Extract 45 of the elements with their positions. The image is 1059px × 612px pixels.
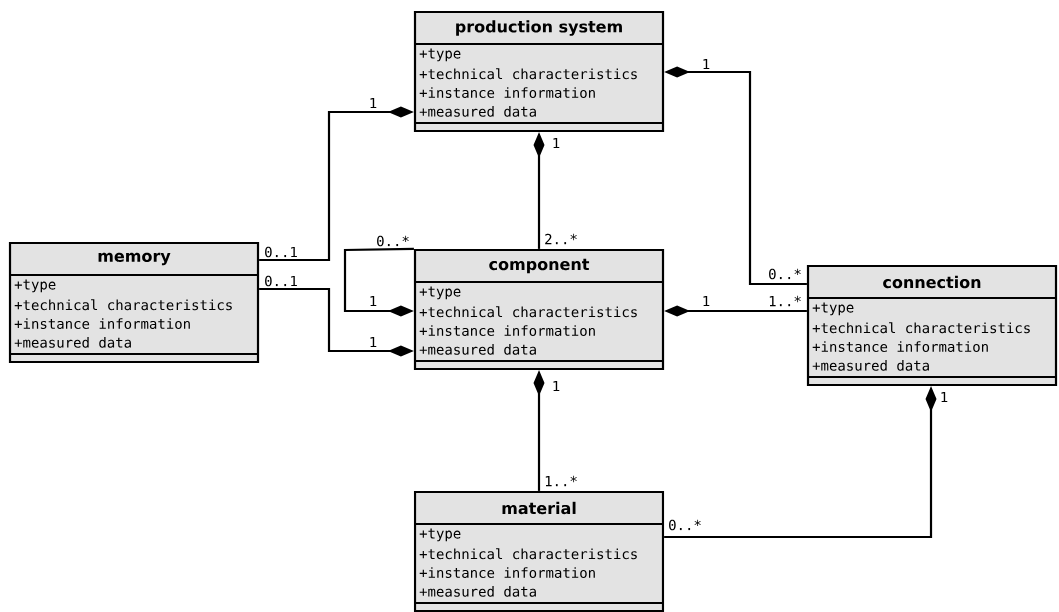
attribute-text: +type — [419, 528, 461, 542]
attribute-text: +technical characteristics — [419, 548, 637, 560]
class-name: connection — [883, 275, 981, 289]
multiplicity-label: 1 — [370, 97, 377, 109]
attribute-text: +instance information — [812, 341, 988, 352]
multiplicity-label: 1 — [370, 336, 377, 348]
attribute-text: +measured data — [812, 360, 929, 371]
attribute-text: +measured data — [419, 106, 536, 117]
multiplicity-label: 0..1 — [265, 275, 297, 287]
multiplicity-label: 1 — [703, 295, 710, 307]
class-box — [806, 264, 1058, 387]
attribute-text: +instance information — [419, 567, 595, 578]
attribute-text: +type — [812, 302, 854, 316]
class-box — [413, 248, 665, 371]
multiplicity-label: 1..* — [545, 475, 577, 487]
attribute-text: +instance information — [419, 325, 595, 336]
class-box — [8, 241, 260, 364]
class-name: material — [502, 501, 576, 515]
attribute-text: +technical characteristics — [14, 299, 232, 311]
attribute-text: +instance information — [14, 318, 190, 329]
attribute-text: +measured data — [419, 344, 536, 355]
multiplicity-label: 0..* — [669, 519, 701, 531]
composition-line — [343, 247, 414, 317]
class-name: memory — [98, 252, 171, 266]
multiplicity-label: 1 — [941, 391, 948, 403]
attribute-text: +type — [14, 279, 56, 293]
multiplicity-label: 0..* — [769, 268, 801, 280]
attribute-text: +measured data — [419, 586, 536, 597]
attribute-text: +technical characteristics — [419, 68, 637, 80]
multiplicity-label: 1..* — [769, 295, 801, 307]
multiplicity-label: 2..* — [545, 233, 577, 245]
attribute-text: +instance information — [419, 87, 595, 98]
multiplicity-label: 0..1 — [265, 246, 297, 258]
attribute-text: +type — [419, 286, 461, 300]
attribute-text: +type — [419, 48, 461, 62]
attribute-text: +technical characteristics — [812, 322, 1030, 334]
class-box — [413, 490, 665, 612]
attribute-text: +measured data — [14, 337, 131, 348]
class-box — [413, 10, 665, 133]
class-name: production system — [456, 20, 622, 36]
multiplicity-label: 0..* — [377, 235, 409, 247]
class-name: component — [489, 258, 590, 274]
multiplicity-label: 1 — [703, 58, 710, 70]
attribute-text: +technical characteristics — [419, 306, 637, 318]
multiplicity-label: 1 — [370, 295, 377, 307]
